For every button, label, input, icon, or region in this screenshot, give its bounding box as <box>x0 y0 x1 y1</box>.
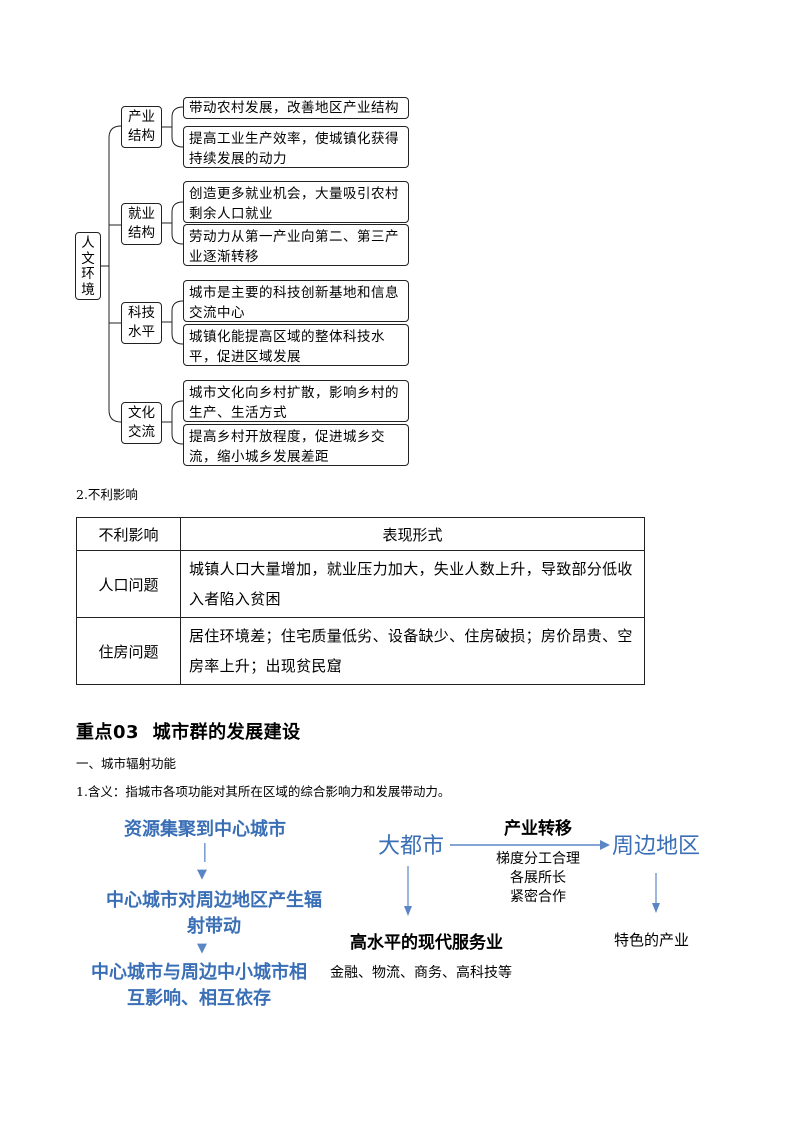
leaf-text: 城市文化向乡村扩散，影响乡村的生产、生活方式 <box>189 385 399 421</box>
down-arrow-icon: ▼ <box>197 867 207 882</box>
branch-label: 文化交流 <box>128 405 155 440</box>
flow-step: 中心城市对周边地区产生辐射带动 <box>106 890 322 937</box>
table-cell: 城镇人口大量增加，就业压力加大，失业人数上升，导致部分低收入者陷入贫困 <box>180 550 645 618</box>
leaf-item: 城市文化向乡村扩散，影响乡村的生产、生活方式 <box>183 380 409 422</box>
mindmap-root: 人文环境 <box>75 232 101 300</box>
leaf-item: 城镇化能提高区域的整体科技水平，促进区域发展 <box>183 324 409 366</box>
table-row: 人口问题 城镇人口大量增加，就业压力加大，失业人数上升，导致部分低收入者陷入贫困 <box>76 550 645 618</box>
leaf-item: 劳动力从第一产业向第二、第三产业逐渐转移 <box>183 224 409 266</box>
leaf-text: 城镇化能提高区域的整体科技水平，促进区域发展 <box>189 329 385 365</box>
mindmap-connectors <box>101 106 184 445</box>
leaf-item: 提高工业生产效率，使城镇化获得持续发展的动力 <box>183 126 409 168</box>
table-cell: 住房问题 <box>76 617 181 685</box>
right-arrow-icon <box>450 840 610 850</box>
table-header: 不利影响 <box>76 517 181 551</box>
branch-culture: 文化交流 <box>121 402 162 444</box>
down-arrow-icon: ▼ <box>197 941 207 956</box>
down-arrow-icon <box>652 873 660 913</box>
target-region: 周边地区 <box>612 834 701 859</box>
table-row: 住房问题 居住环境差；住宅质量低劣、设备缺少、住房破损；房价昂贵、空房率上升；出… <box>76 617 645 685</box>
branch-label: 科技水平 <box>128 305 155 340</box>
section-title: 2.不利影响 <box>76 487 138 502</box>
target-result: 特色的产业 <box>614 931 690 949</box>
section-heading: 重点03 城市群的发展建设 <box>76 722 301 743</box>
branch-technology: 科技水平 <box>121 302 162 344</box>
leaf-item: 提高乡村开放程度，促进城乡交流，缩小城乡发展差距 <box>183 424 409 466</box>
flow-step: 资源集聚到中心城市 <box>124 819 286 840</box>
subheading: 一、城市辐射功能 <box>76 756 177 771</box>
source-result: 高水平的现代服务业 <box>350 933 503 953</box>
down-arrow-icon <box>404 866 412 916</box>
source-examples: 金融、物流、商务、高科技等 <box>330 965 512 981</box>
reason-text: 紧密合作 <box>510 889 566 905</box>
arrow-label: 产业转移 <box>504 819 572 839</box>
branch-label: 就业结构 <box>128 206 155 241</box>
leaf-text: 创造更多就业机会，大量吸引农村剩余人口就业 <box>189 186 399 222</box>
table-cell: 居住环境差；住宅质量低劣、设备缺少、住房破损；房价昂贵、空房率上升；出现贫民窟 <box>180 617 645 685</box>
flow-step: 中心城市与周边中小城市相互影响、相互依存 <box>91 962 307 1009</box>
reason-text: 梯度分工合理 <box>496 851 580 867</box>
leaf-text: 劳动力从第一产业向第二、第三产业逐渐转移 <box>189 229 399 265</box>
leaf-text: 城市是主要的科技创新基地和信息交流中心 <box>189 285 399 321</box>
leaf-item: 城市是主要的科技创新基地和信息交流中心 <box>183 280 409 322</box>
impact-table: 不利影响 表现形式 人口问题 城镇人口大量增加，就业压力加大，失业人数上升，导致… <box>76 517 645 685</box>
branch-employment: 就业结构 <box>121 203 162 245</box>
definition-text: 1.含义：指城市各项功能对其所在区域的综合影响力和发展带动力。 <box>76 784 451 799</box>
leaf-item: 创造更多就业机会，大量吸引农村剩余人口就业 <box>183 181 409 223</box>
branch-industry: 产业结构 <box>121 106 162 148</box>
source-city: 大都市 <box>378 834 445 859</box>
branch-label: 产业结构 <box>128 109 155 144</box>
down-arrow-icon: │ <box>200 843 210 862</box>
mindmap-root-label: 人文环境 <box>81 235 95 298</box>
leaf-item: 带动农村发展，改善地区产业结构 <box>183 97 409 119</box>
leaf-text: 提高工业生产效率，使城镇化获得持续发展的动力 <box>189 131 399 167</box>
table-header-row: 不利影响 表现形式 <box>76 517 645 551</box>
leaf-text: 提高乡村开放程度，促进城乡交流，缩小城乡发展差距 <box>189 429 385 465</box>
table-cell: 人口问题 <box>76 550 181 618</box>
leaf-text: 带动农村发展，改善地区产业结构 <box>189 100 399 116</box>
table-header: 表现形式 <box>180 517 645 551</box>
reason-text: 各展所长 <box>510 870 566 886</box>
